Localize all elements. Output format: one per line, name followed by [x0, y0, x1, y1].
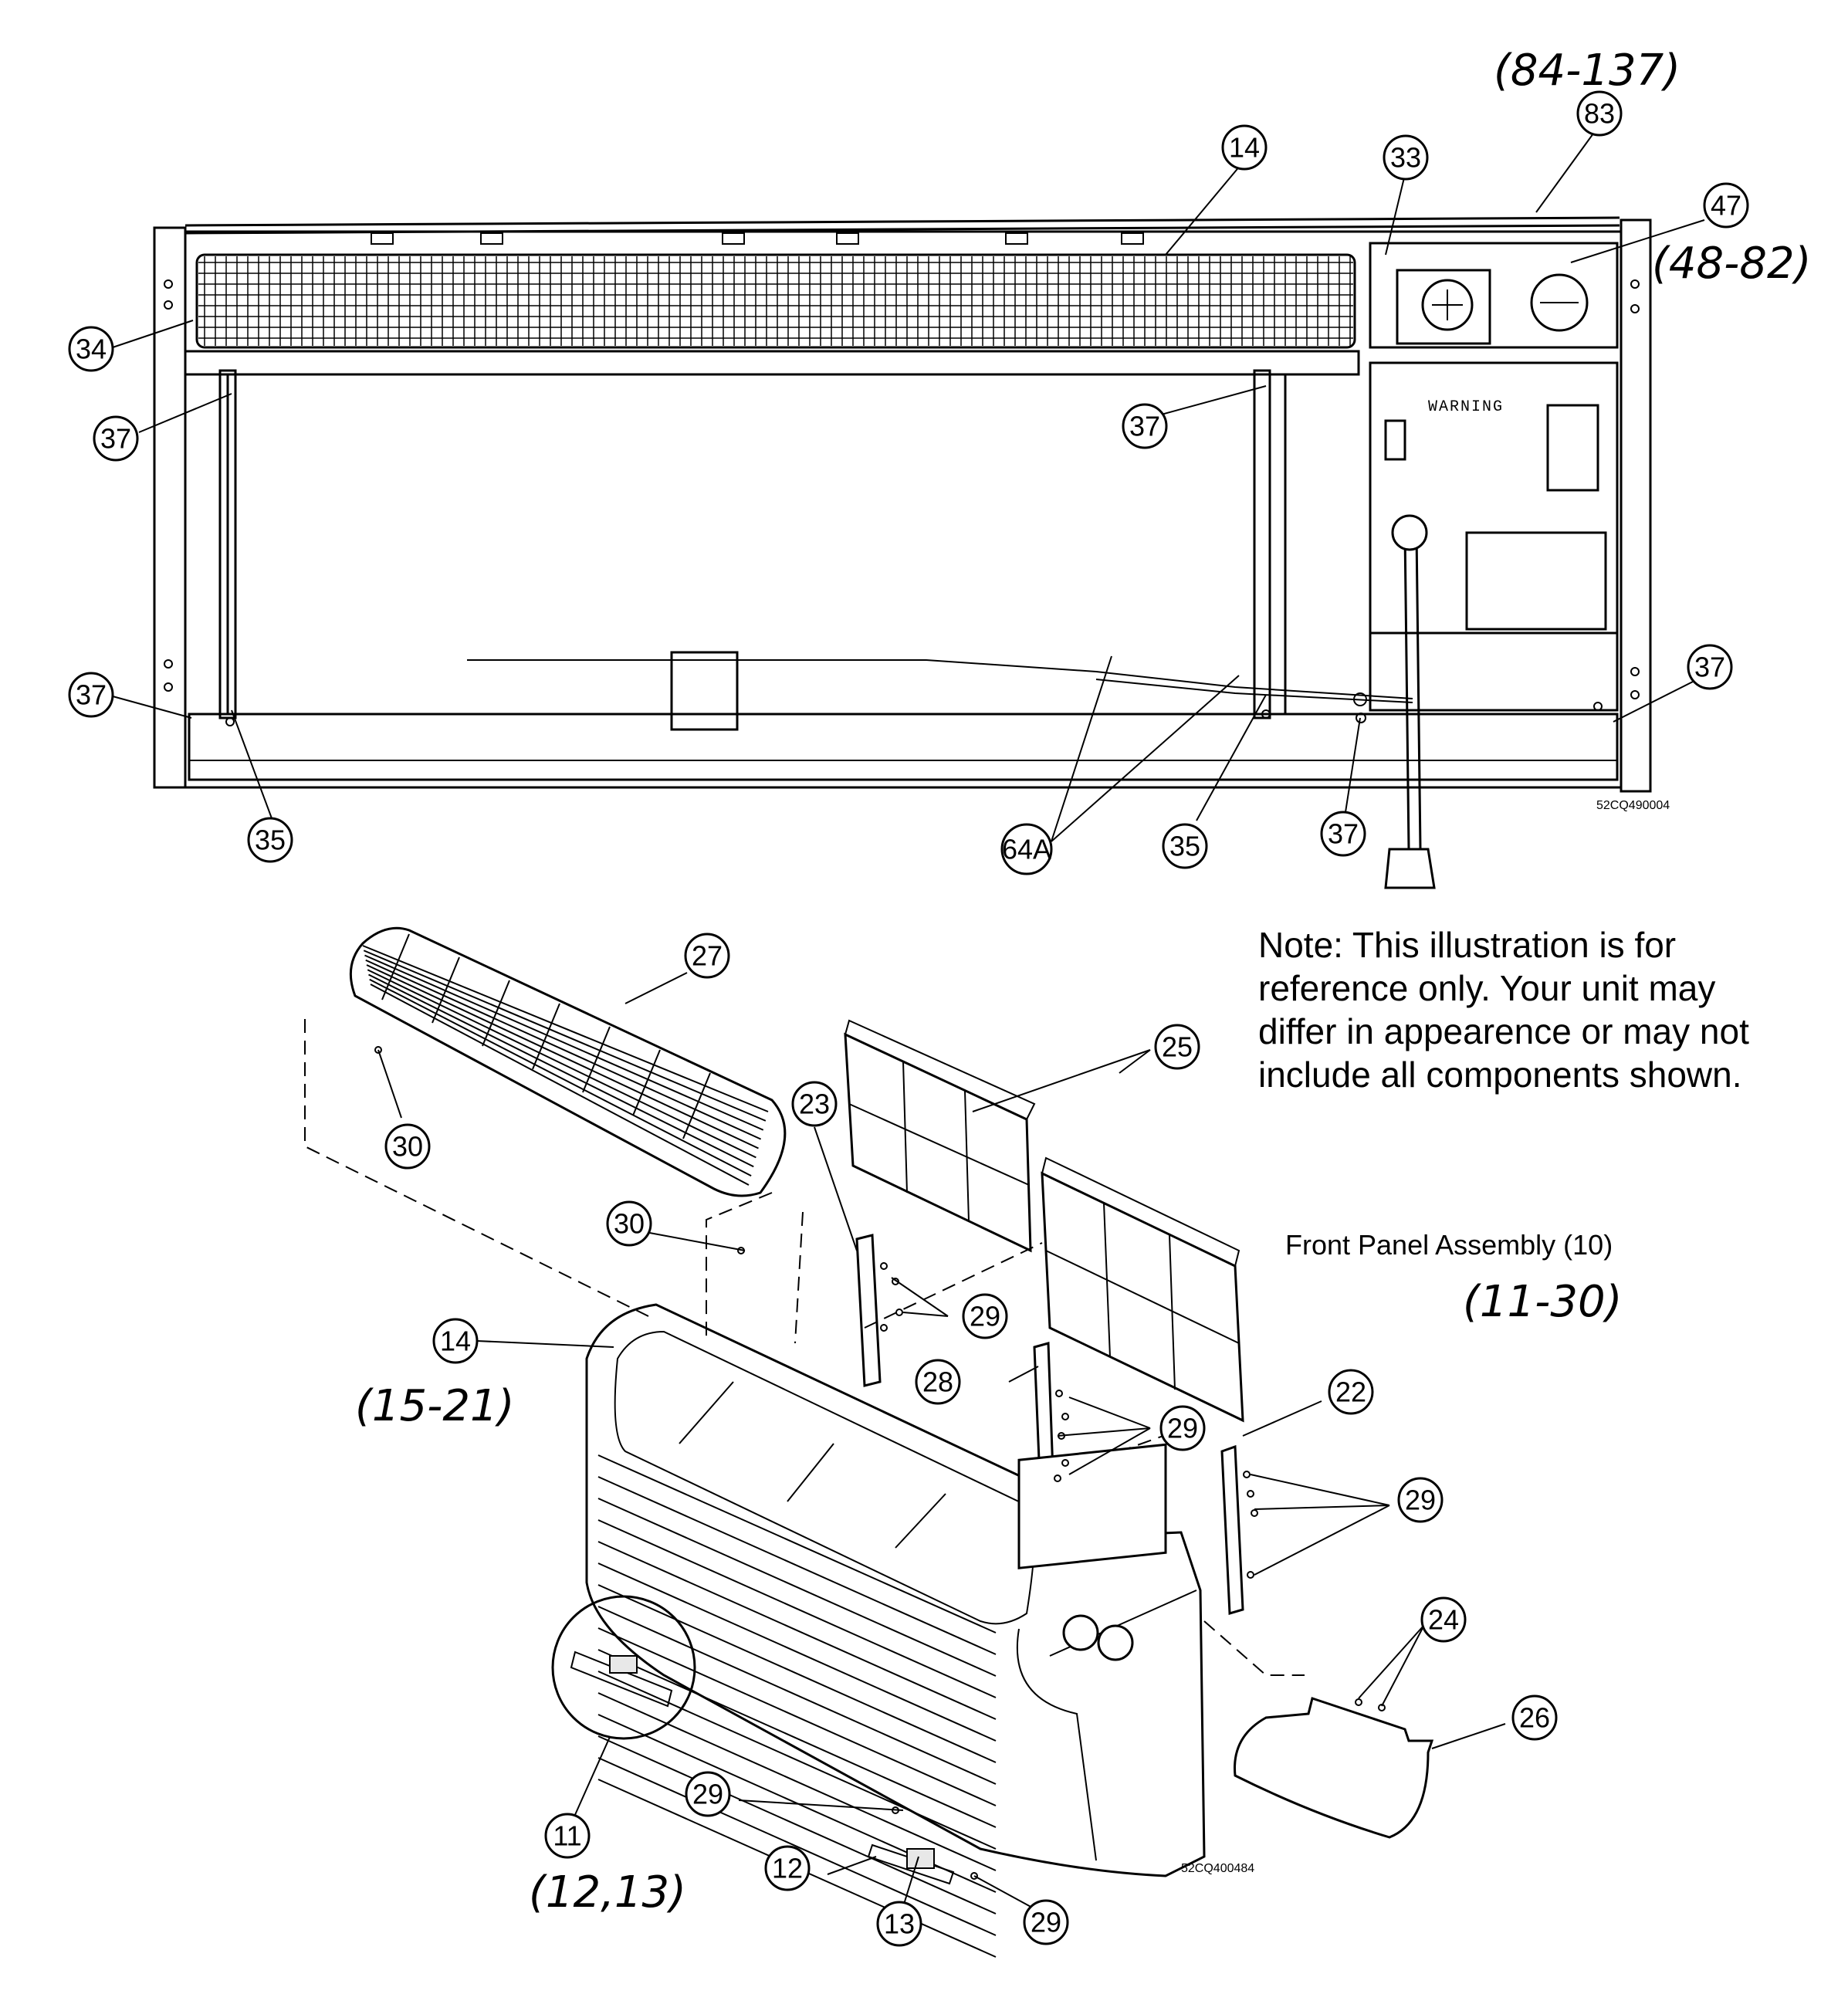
callout-47: 47	[1703, 182, 1749, 229]
svg-text:30: 30	[392, 1131, 423, 1163]
svg-text:24: 24	[1428, 1604, 1459, 1636]
filter-right	[1041, 1156, 1244, 1423]
callout-83: 83	[1576, 90, 1623, 137]
svg-text:35: 35	[255, 824, 286, 856]
callout-29-d: 29	[685, 1771, 731, 1817]
svg-text:27: 27	[692, 940, 723, 972]
svg-text:37: 37	[1694, 652, 1725, 683]
svg-text:37: 37	[100, 423, 131, 455]
front-panel-assembly-label: Front Panel Assembly (10)	[1285, 1229, 1613, 1261]
callout-29-b: 29	[1159, 1405, 1206, 1451]
drawing-id-bottom: 52CQ400484	[1181, 1862, 1254, 1875]
callout-11: 11	[544, 1813, 591, 1859]
svg-text:11: 11	[553, 1820, 581, 1852]
callout-29-a: 29	[962, 1293, 1008, 1339]
svg-text:29: 29	[1405, 1485, 1436, 1516]
callout-37-e: 37	[1320, 811, 1366, 857]
note-text: Note: This illustration is for reference…	[1258, 925, 1749, 1095]
svg-text:34: 34	[76, 333, 107, 365]
callout-37-c: 37	[68, 672, 114, 718]
callout-37-b: 37	[1122, 403, 1168, 449]
svg-text:23: 23	[799, 1088, 830, 1120]
svg-text:22: 22	[1335, 1376, 1366, 1408]
callout-37-d: 37	[1687, 644, 1733, 690]
callout-35-b: 35	[1162, 823, 1208, 869]
svg-text:30: 30	[614, 1208, 645, 1240]
callout-22: 22	[1328, 1369, 1374, 1415]
drawing-id-top: 52CQ490004	[1596, 799, 1670, 812]
leader-lines	[112, 124, 1705, 1920]
svg-text:14: 14	[1229, 132, 1260, 164]
callout-23: 23	[791, 1081, 838, 1127]
callout-26: 26	[1511, 1694, 1558, 1741]
callout-33: 33	[1383, 134, 1429, 181]
discharge-grille	[349, 926, 787, 1197]
handwritten-range-14: (15-21)	[355, 1381, 514, 1431]
callout-35-a: 35	[247, 817, 293, 863]
svg-text:37: 37	[76, 679, 107, 711]
warning-label: WARNING	[1428, 398, 1504, 416]
callout-13: 13	[876, 1901, 922, 1947]
svg-text:include all components shown.: include all components shown.	[1258, 1055, 1741, 1095]
callouts: 83 14 33 47 34 37 37 37 37 35 64A 35 37 …	[68, 90, 1749, 1947]
svg-text:33: 33	[1390, 142, 1421, 174]
handwritten-range-11: (12,13)	[529, 1867, 686, 1918]
callout-30-a: 30	[384, 1123, 431, 1170]
svg-text:64A: 64A	[1002, 834, 1051, 865]
svg-text:29: 29	[692, 1779, 723, 1810]
svg-text:29: 29	[1167, 1413, 1198, 1444]
svg-text:14: 14	[440, 1325, 471, 1357]
callout-27: 27	[684, 933, 730, 979]
callout-30-b: 30	[606, 1200, 652, 1247]
svg-text:29: 29	[1031, 1907, 1061, 1938]
front-panel-body	[585, 1303, 1206, 1958]
callout-14-top: 14	[1221, 124, 1268, 171]
chassis-front-view: WARNING 52CQ490004	[153, 216, 1670, 889]
front-panel-exploded-view: 52CQ400484	[304, 926, 1434, 1958]
top-grille-mesh	[198, 256, 1353, 346]
callout-37-a: 37	[93, 415, 139, 462]
callout-12: 12	[764, 1845, 811, 1891]
svg-text:26: 26	[1519, 1702, 1550, 1734]
handwritten-range-47: (48-82)	[1652, 239, 1811, 289]
svg-text:differ in appearence or may no: differ in appearence or may not	[1258, 1011, 1749, 1051]
callout-29-c: 29	[1397, 1477, 1444, 1523]
handwritten-range-10: (11-30)	[1463, 1277, 1622, 1327]
callout-24: 24	[1420, 1596, 1467, 1643]
svg-text:12: 12	[772, 1853, 803, 1884]
svg-text:28: 28	[922, 1366, 953, 1398]
svg-text:35: 35	[1169, 831, 1200, 862]
svg-text:37: 37	[1129, 411, 1160, 442]
callout-14-bottom: 14	[432, 1318, 479, 1364]
svg-text:29: 29	[970, 1301, 1000, 1332]
filter-left	[844, 1019, 1036, 1253]
svg-text:13: 13	[884, 1908, 915, 1940]
svg-text:37: 37	[1328, 818, 1359, 850]
svg-text:83: 83	[1584, 98, 1615, 130]
callout-28: 28	[915, 1359, 961, 1405]
svg-text:Note: This illustration is for: Note: This illustration is for	[1258, 925, 1676, 965]
svg-text:reference only. Your unit may: reference only. Your unit may	[1258, 968, 1715, 1008]
handwritten-range-top: (84-137)	[1494, 46, 1680, 96]
callout-29-e: 29	[1023, 1899, 1069, 1945]
svg-text:25: 25	[1162, 1031, 1193, 1063]
callout-34: 34	[68, 326, 114, 372]
svg-text:47: 47	[1711, 190, 1741, 222]
callout-25: 25	[1154, 1024, 1200, 1070]
callout-64A: 64A	[1000, 823, 1053, 875]
